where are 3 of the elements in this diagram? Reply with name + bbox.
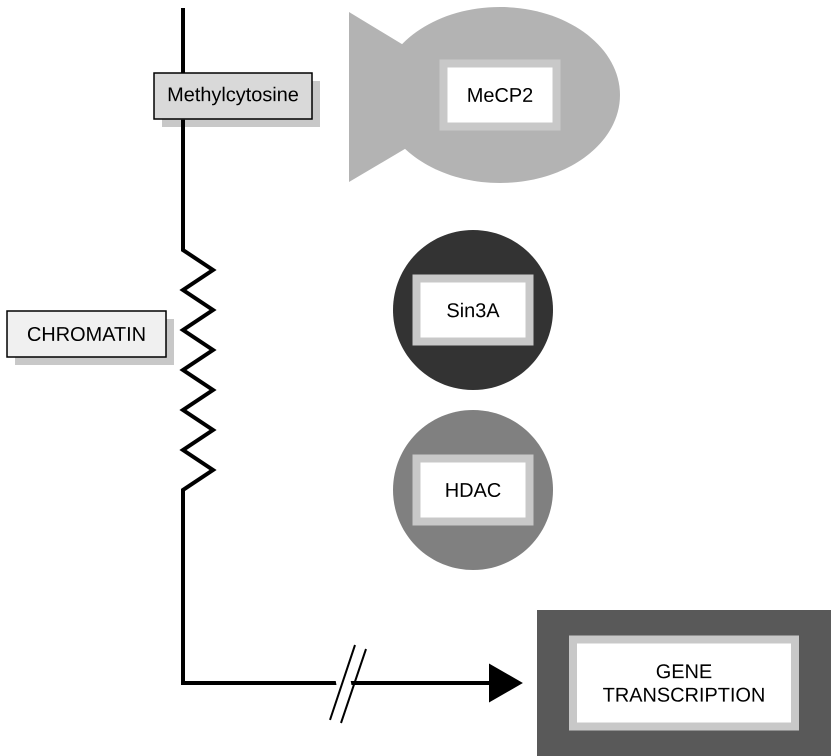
label-box: CHROMATIN: [6, 310, 174, 365]
gene-box: GENE TRANSCRIPTION: [537, 610, 831, 756]
label-box: Methylcytosine: [153, 72, 320, 127]
